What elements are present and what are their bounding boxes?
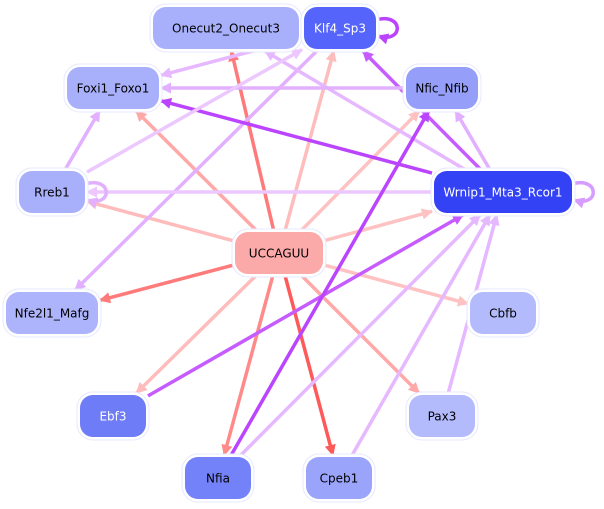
node-label: Cpeb1 — [320, 472, 359, 486]
edge-wrnip1_mta3_rcor1-to-onecut2_onecut3 — [263, 49, 466, 171]
node-box — [185, 457, 251, 499]
node-box — [6, 292, 98, 334]
edge-wrnip1_mta3_rcor1-to-wrnip1_mta3_rcor1 — [571, 180, 595, 209]
node-rreb1[interactable]: Rreb1 — [15, 167, 89, 217]
node-label: Onecut2_Onecut3 — [172, 22, 280, 36]
edge-nfia-to-wrnip1_mta3_rcor1 — [239, 213, 482, 457]
node-label: Nfia — [206, 472, 230, 486]
edge-klf4_sp3-to-klf4_sp3 — [375, 16, 399, 45]
node-box — [434, 171, 572, 213]
edge-rreb1-to-rreb1 — [84, 180, 108, 209]
node-cpeb1[interactable]: Cpeb1 — [302, 453, 376, 503]
node-label: Ebf3 — [99, 410, 126, 424]
node-box — [470, 292, 536, 334]
node-nfe2l1-mafg[interactable]: Nfe2l1_Mafg — [2, 288, 102, 338]
edge-wrnip1_mta3_rcor1-to-foxi1_foxo1 — [159, 97, 433, 175]
node-onecut2-onecut3[interactable]: Onecut2_Onecut3 — [149, 3, 303, 53]
node-box — [80, 395, 146, 437]
edge-uccaguu-to-rreb1 — [85, 198, 234, 243]
node-label: Cbfb — [489, 307, 517, 321]
node-box — [406, 67, 478, 109]
node-box — [409, 395, 475, 437]
node-foxi1-foxo1[interactable]: Foxi1_Foxo1 — [63, 63, 163, 113]
edge-cpeb1-to-wrnip1_mta3_rcor1 — [350, 214, 492, 456]
node-label: Rreb1 — [34, 186, 70, 200]
edge-uccaguu-to-nfe2l1_mafg — [98, 263, 234, 304]
node-nfia[interactable]: Nfia — [181, 453, 255, 503]
edge-uccaguu-to-nfic_nfib — [300, 109, 421, 232]
edge-rreb1-to-klf4_sp3 — [86, 48, 303, 174]
node-wrnip1-mta3-rcor1[interactable]: Wrnip1_Mta3_Rcor1 — [430, 167, 576, 217]
node-box — [306, 457, 372, 499]
node-label: UCCAGUU — [249, 247, 309, 261]
node-label: Nfic_Nfib — [415, 82, 468, 96]
node-label: Foxi1_Foxo1 — [77, 82, 150, 96]
edge-rreb1-to-foxi1_foxo1 — [63, 110, 102, 170]
node-label: Pax3 — [428, 410, 457, 424]
edge-nfia-to-nfic_nfib — [229, 110, 431, 456]
edge-uccaguu-to-ebf3 — [135, 274, 257, 395]
node-label: Wrnip1_Mta3_Rcor1 — [443, 186, 562, 200]
edge-uccaguu-to-onecut2_onecut3 — [228, 49, 276, 231]
node-nfic-nfib[interactable]: Nfic_Nfib — [402, 63, 482, 113]
node-box — [153, 7, 299, 49]
node-ebf3[interactable]: Ebf3 — [76, 391, 150, 441]
node-pax3[interactable]: Pax3 — [405, 391, 479, 441]
edge-uccaguu-to-cpeb1 — [283, 275, 336, 457]
edge-uccaguu-to-wrnip1_mta3_rcor1 — [324, 208, 434, 243]
node-label: Klf4_Sp3 — [314, 22, 366, 36]
edge-wrnip1_mta3_rcor1-to-nfic_nfib — [453, 110, 492, 170]
node-klf4-sp3[interactable]: Klf4_Sp3 — [300, 3, 380, 53]
edge-klf4_sp3-to-nfe2l1_mafg — [74, 49, 318, 292]
node-box — [235, 232, 323, 274]
node-box — [304, 7, 376, 49]
node-box — [19, 171, 85, 213]
node-label: Nfe2l1_Mafg — [15, 307, 90, 321]
edge-ebf3-to-wrnip1_mta3_rcor1 — [147, 213, 464, 398]
node-box — [67, 67, 159, 109]
node-uccaguu[interactable]: UCCAGUU — [231, 228, 327, 278]
node-cbfb[interactable]: Cbfb — [466, 288, 540, 338]
edge-uccaguu-to-nfia — [221, 275, 275, 457]
